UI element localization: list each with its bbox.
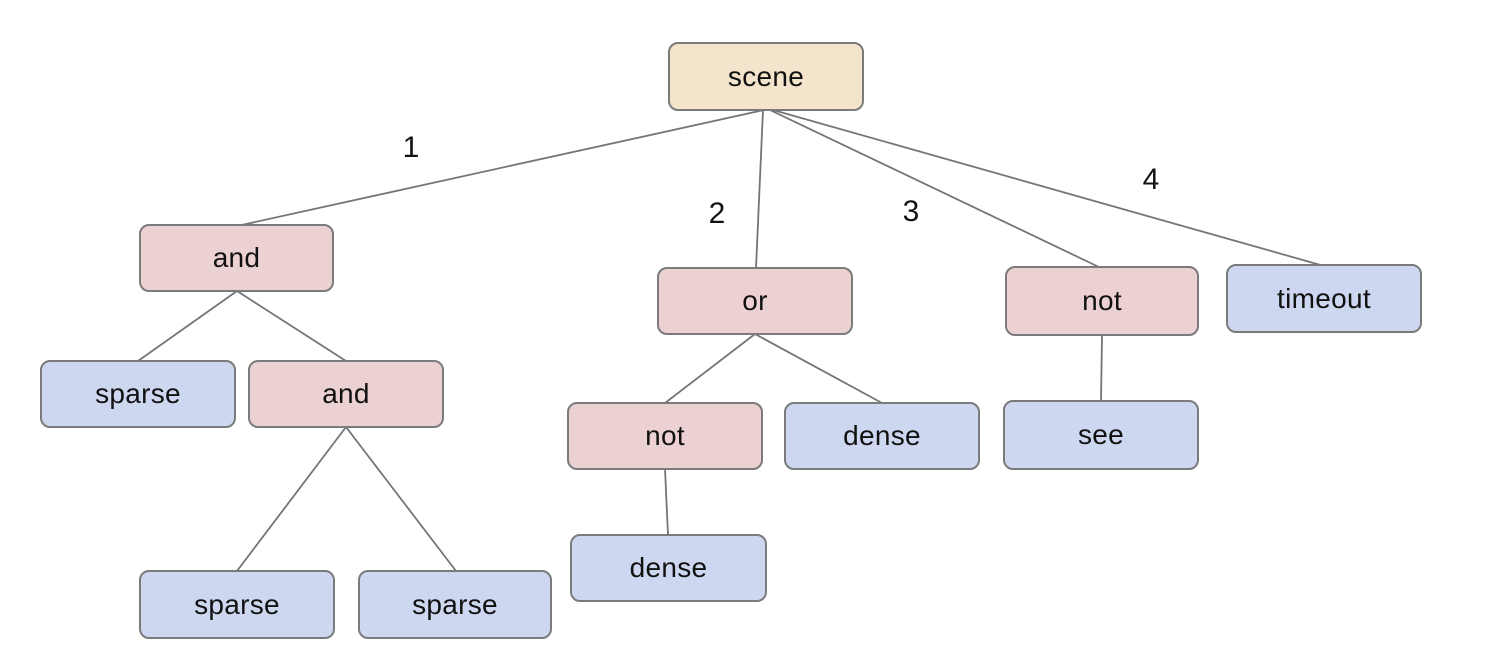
node-and-l1: and — [139, 224, 334, 292]
tree-edge-and2-sparse-b — [345, 426, 457, 572]
tree-edge-not-see — [1100, 334, 1103, 402]
node-or-l1: or — [657, 267, 853, 335]
node-sparse-l2a: sparse — [40, 360, 236, 428]
tree-edge-and-and — [236, 290, 347, 362]
tree-edge-and-sparse — [137, 290, 238, 362]
tree-edge-or-dense — [754, 333, 883, 404]
node-sparse-l3b: sparse — [358, 570, 552, 639]
node-and-l2: and — [248, 360, 444, 428]
tree-edge-and2-sparse-a — [236, 426, 347, 572]
edge-label-1: 1 — [402, 131, 420, 164]
tree-edge-scene-not — [769, 109, 1102, 269]
node-sparse-l3a: sparse — [139, 570, 335, 639]
node-dense-l2: dense — [784, 402, 980, 470]
node-not-l1: not — [1005, 266, 1199, 336]
tree-edge-not2-dense — [664, 468, 669, 536]
node-see-l2: see — [1003, 400, 1199, 470]
tree-edge-scene-or — [755, 109, 764, 269]
tree-edge-or-not — [664, 333, 756, 404]
edge-label-3: 3 — [902, 195, 920, 228]
node-dense-l3: dense — [570, 534, 767, 602]
node-scene: scene — [668, 42, 864, 111]
edge-label-2: 2 — [708, 197, 726, 230]
node-not-l2: not — [567, 402, 763, 470]
edge-label-4: 4 — [1142, 163, 1160, 196]
tree-edge-scene-timeout — [772, 109, 1325, 267]
tree-edge-scene-and — [236, 109, 765, 227]
node-timeout-l1: timeout — [1226, 264, 1422, 333]
